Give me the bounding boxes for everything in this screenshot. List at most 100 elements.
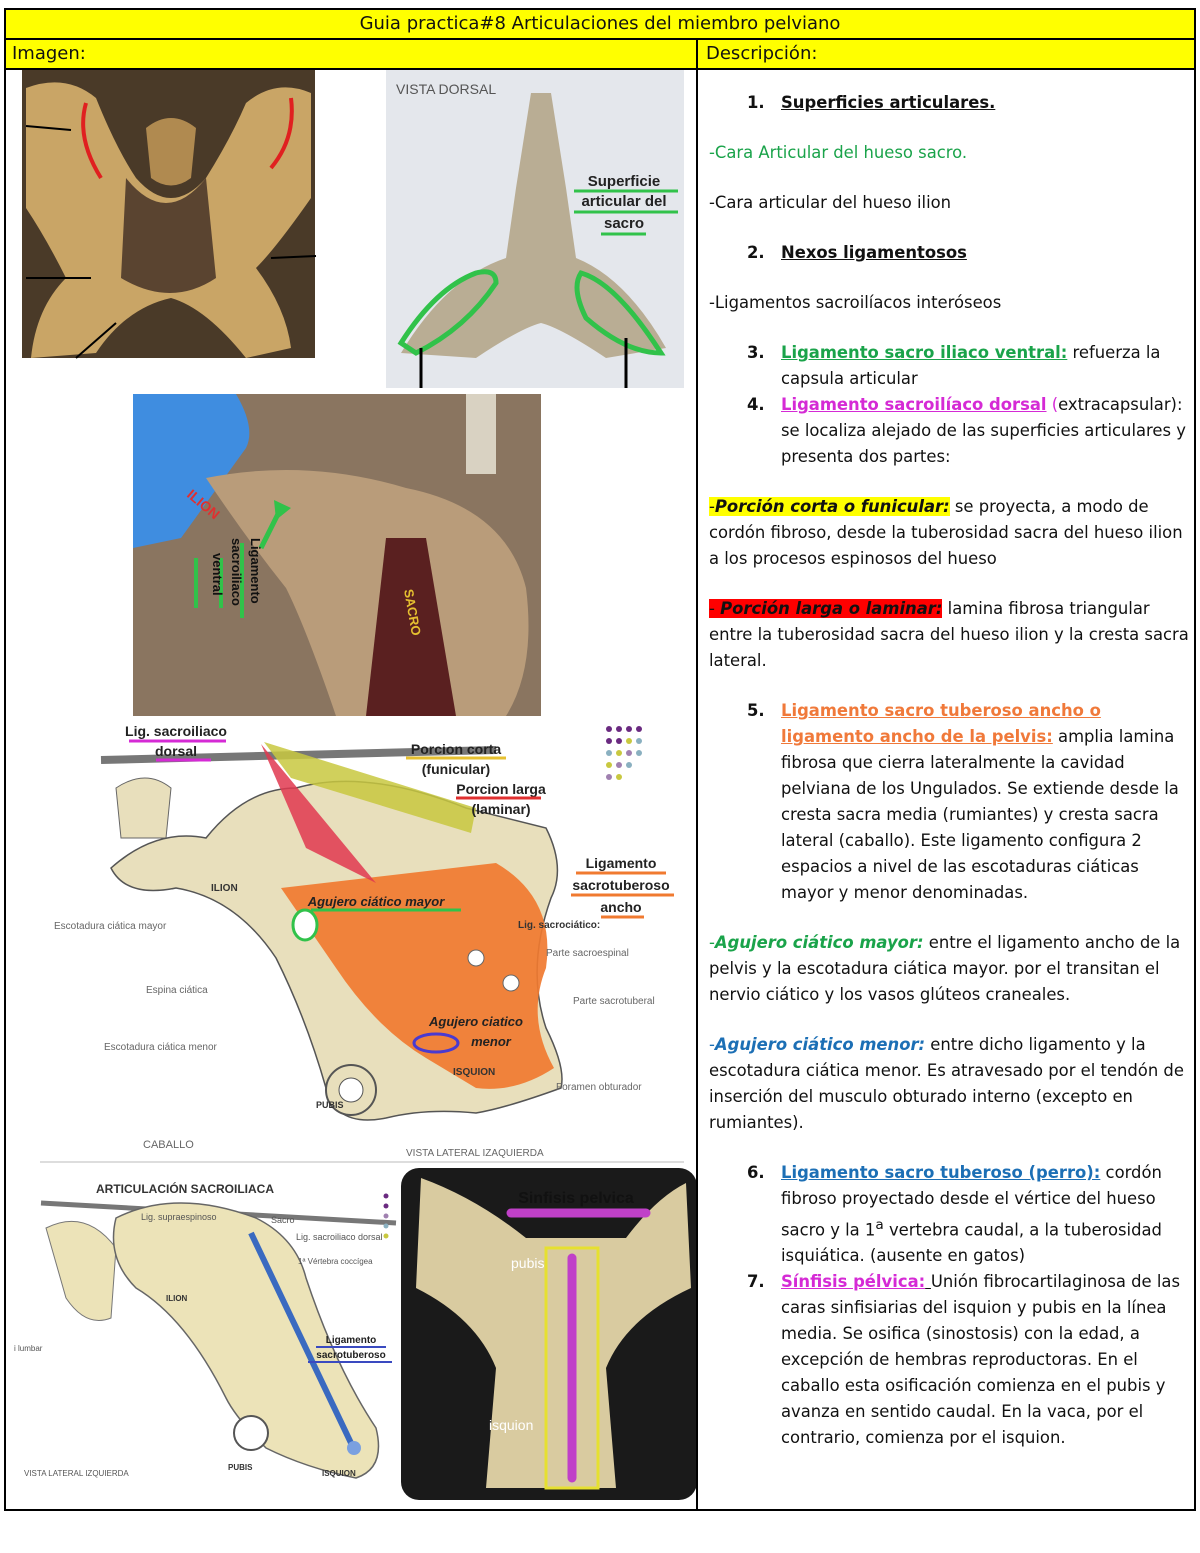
item-5-text: amplia lamina fibrosa que cierra lateral… — [781, 727, 1179, 902]
description-column-header: Descripción: — [706, 43, 818, 64]
lig-dorsal-label-1: Lig. sacroiliaco — [125, 723, 227, 739]
porcion-corta-label-1: Porcion corta — [411, 741, 501, 757]
item-5: 5.Ligamento sacro tuberoso ancho o ligam… — [709, 698, 1189, 906]
item-4-number: 4. — [747, 395, 765, 414]
image-column: VISTA DORSAL Superficie articular del sa… — [6, 68, 697, 1511]
sacroiliac-diagram: ARTICULACIÓN SACROILIACA Lig. supraespin… — [10, 1168, 398, 1503]
parte-sacrotuberal-label: Parte sacrotuberal — [573, 996, 655, 1007]
title-text: Guia practica#8 Articulaciones del miemb… — [359, 13, 841, 34]
guide-table: Guia practica#8 Articulaciones del miemb… — [4, 8, 1196, 1511]
ilion-small-label: ILION — [166, 1294, 188, 1303]
porcion-larga-text: lamina fibrosa triangular entre la tuber… — [709, 599, 1189, 670]
agujero-menor-title: Agujero ciático menor: — [714, 1035, 926, 1054]
pelvis-photo — [22, 70, 317, 359]
isquion-small-label: ISQUION — [322, 1469, 356, 1478]
isquion-lowercase-label: isquion — [489, 1417, 533, 1433]
lig-sacrotuberoso-label-2: sacrotuberoso — [316, 1350, 385, 1361]
porcion-corta-text: se proyecta, a modo de cordón fibroso, d… — [709, 497, 1183, 568]
porcion-larga-label-2: (laminar) — [471, 801, 530, 817]
item-4-paren: ( — [1046, 395, 1059, 414]
porcion-larga-title: Porción larga o laminar: — [720, 599, 943, 618]
lig-sacrociatico-label: Lig. sacrociático: — [518, 920, 600, 931]
item-2-title: Nexos ligamentosos — [781, 243, 967, 262]
lig-sacro-dorsal-small-label: Lig. sacroiliaco dorsal — [296, 1232, 383, 1242]
porcion-larga-dash: - — [709, 599, 721, 618]
item-3-number: 3. — [747, 343, 765, 362]
lig-supraespinoso-label: Lig. supraespinoso — [141, 1212, 217, 1222]
articular-surface-label-3: sacro — [604, 215, 644, 232]
agujero-mayor-dash: - — [709, 933, 715, 952]
item-6-title: Ligamento sacro tuberoso (perro): — [781, 1163, 1101, 1182]
cara-ilion-text: -Cara articular del hueso ilion — [709, 193, 952, 212]
isquion-label: ISQUION — [453, 1067, 495, 1078]
porcion-corta-title: Porción corta o funicular: — [714, 497, 950, 516]
item-6-text-a: cordón fibroso proyectado desde el vérti… — [781, 1163, 1162, 1240]
item-3-title: Ligamento sacro iliaco ventral: — [781, 343, 1068, 362]
item-4-title: Ligamento sacroilíaco dorsal — [781, 395, 1047, 414]
ligament-ventral-label-3: ventral — [210, 553, 225, 596]
symphysis-photo: Sinfisis pelvica pubis isquion — [401, 1168, 697, 1500]
item-6-superscript: a — [875, 1217, 884, 1233]
item-3: 3. Ligamento sacro iliaco ventral: refuer… — [709, 340, 1189, 392]
caballo-label: CABALLO — [143, 1139, 194, 1151]
agujero-menor-text: entre dicho ligamento y la escotadura ci… — [709, 1035, 1184, 1132]
dissection-photo: ILION SACRO Ligamento sacroiliaco ventra… — [133, 394, 541, 716]
sacro-small-label: Sacro — [271, 1215, 295, 1225]
item-2: 2. Nexos ligamentosos — [709, 240, 1189, 266]
lig-dorsal-label-2: dorsal — [155, 743, 197, 759]
sinfisis-label: Sinfisis pelvica — [518, 1190, 634, 1207]
porcion-corta-label-2: (funicular) — [422, 761, 490, 777]
agujero-menor-paragraph: -Agujero ciático menor: entre dicho liga… — [709, 1032, 1189, 1136]
item-6: 6. Ligamento sacro tuberoso (perro): cord… — [709, 1160, 1189, 1269]
page-title: Guia practica#8 Articulaciones del miemb… — [6, 10, 1194, 40]
item-7: 7.Sínfisis pélvica: Unión fibrocartilagi… — [709, 1269, 1189, 1451]
item-6-number: 6. — [747, 1163, 765, 1182]
item-5-title: Ligamento sacro tuberoso ancho o ligamen… — [781, 701, 1101, 746]
agujero-menor-dash: - — [709, 1035, 715, 1054]
cara-sacro-text: -Cara Articular del hueso sacro. — [709, 143, 968, 162]
item-4-text: extracapsular): se localiza alejado de l… — [781, 395, 1186, 466]
articular-surface-label-2: articular del — [581, 193, 666, 210]
pubis-lowercase-label: pubis — [511, 1255, 544, 1271]
lig-sacrotuberoso-label-1: Ligamento — [326, 1335, 377, 1346]
item-6-text-b: vertebra caudal, a la tuberosidad isquiá… — [781, 1220, 1162, 1266]
foramen-label: Foramen obturador — [556, 1082, 642, 1093]
parte-sacroespinal-label: Parte sacroespinal — [546, 948, 629, 959]
escotadura-mayor-label: Escotadura ciática mayor — [54, 921, 167, 932]
agujero-mayor-paragraph: -Agujero ciático mayor: entre el ligamen… — [709, 930, 1189, 1008]
agujero-mayor-label: Agujero ciático mayor — [307, 894, 445, 909]
porcion-larga-label-1: Porcion larga — [456, 781, 546, 797]
horse-lateral-diagram: Lig. sacroiliaco dorsal Porcion corta (f… — [36, 718, 684, 1163]
porcion-larga-highlight: - Porción larga o laminar: — [709, 599, 943, 618]
ligament-ventral-label-2: sacroiliaco — [229, 538, 244, 606]
art-title-label: ARTICULACIÓN SACROILIACA — [96, 1181, 274, 1196]
lig-ancho-label-3: ancho — [600, 899, 641, 915]
item-2-number: 2. — [747, 243, 765, 262]
escotadura-menor-label: Escotadura ciática menor — [104, 1042, 218, 1053]
lig-ancho-label-2: sacrotuberoso — [572, 877, 669, 893]
column-header-row: Imagen: Descripción: — [6, 40, 1194, 70]
item-4: 4. Ligamento sacroilíaco dorsal (extracap… — [709, 392, 1189, 470]
agujero-mayor-text: entre el ligamento ancho de la pelvis y … — [709, 933, 1181, 1004]
vista-lateral-small-label: VISTA LATERAL IZQUIERDA — [24, 1469, 129, 1478]
description-column: 1.Superficies articulares. -Cara Articul… — [709, 90, 1189, 1451]
articular-surface-label-1: Superficie — [588, 173, 661, 190]
item-7-title: Sínfisis pélvica: — [781, 1272, 926, 1292]
porcion-corta-paragraph: -Porción corta o funicular: se proyecta,… — [709, 494, 1189, 572]
vista-lateral-label: VISTA LATERAL IZAQUIERDA — [406, 1148, 544, 1159]
item-3-text: refuerza la capsula articular — [781, 343, 1161, 388]
ligament-ventral-label-1: Ligamento — [248, 538, 263, 604]
vertebra-coccigea-label: 1ª Vértebra coccígea — [298, 1257, 373, 1266]
agujero-menor-label-2: menor — [471, 1034, 512, 1049]
image-column-header: Imagen: — [12, 43, 86, 64]
pubis-small-label: PUBIS — [228, 1463, 253, 1472]
pubis-label: PUBIS — [316, 1100, 344, 1110]
porcion-corta-highlight: -Porción corta o funicular: — [709, 497, 950, 516]
dorsal-view-label: VISTA DORSAL — [396, 81, 496, 97]
sacrum-dorsal-photo: VISTA DORSAL Superficie articular del sa… — [386, 70, 684, 388]
agujero-mayor-title: Agujero ciático mayor: — [714, 933, 924, 952]
porcion-corta-dash: - — [709, 497, 715, 516]
porcion-larga-paragraph: - Porción larga o laminar: lamina fibros… — [709, 596, 1189, 674]
espina-ciatica-label: Espina ciática — [146, 985, 208, 996]
item-7-text: Unión fibrocartilaginosa de las caras si… — [781, 1272, 1180, 1448]
